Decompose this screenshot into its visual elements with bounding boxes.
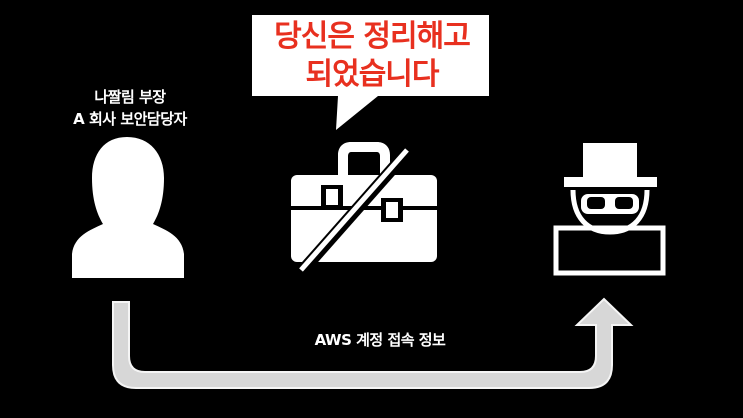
speech-bubble — [252, 15, 489, 130]
flow-arrow — [112, 297, 634, 389]
speech-bubble-text: 당신은 정리해고 되었습니다 — [256, 18, 488, 94]
person-name: 나짤림 부장 — [94, 88, 166, 106]
person-icon — [72, 137, 184, 278]
briefcase-crossed-icon — [291, 142, 437, 274]
hacker-icon — [553, 143, 666, 276]
flow-label: AWS 계정 접속 정보 — [314, 331, 446, 349]
person-label: 나짤림 부장 A 회사 보안담당자 — [40, 86, 220, 130]
speech-line-1: 당신은 정리해고 — [274, 19, 471, 54]
person-role: A 회사 보안담당자 — [73, 110, 187, 128]
speech-line-2: 되었습니다 — [305, 57, 440, 92]
